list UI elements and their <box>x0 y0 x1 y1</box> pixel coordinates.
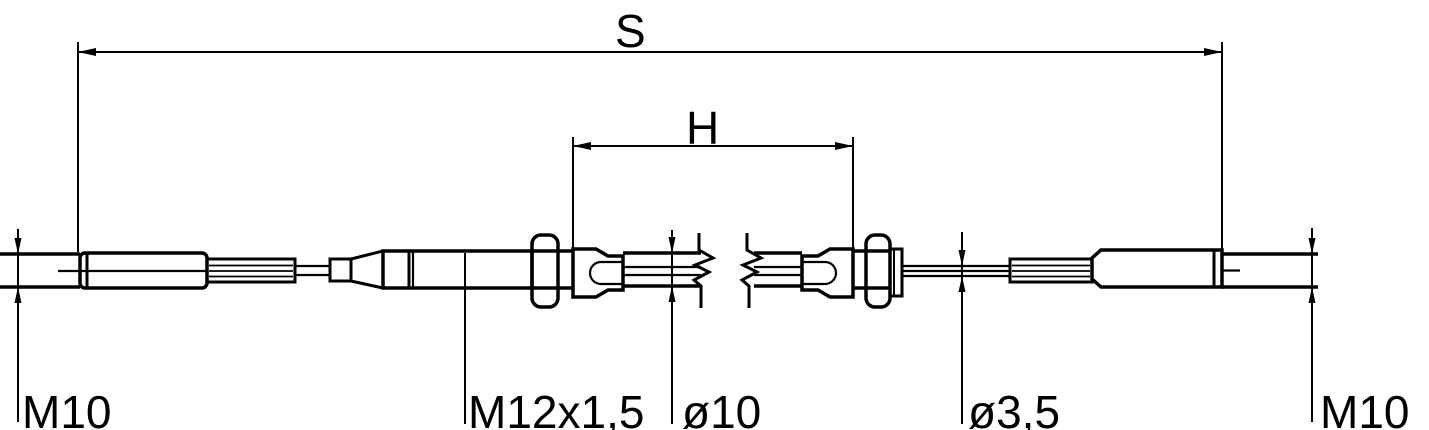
adjuster-cone <box>350 249 384 290</box>
arrowhead-up-icon <box>668 286 676 302</box>
right-locknut <box>864 233 892 309</box>
inner-cable <box>623 265 802 277</box>
arrowhead-left-icon <box>573 142 591 150</box>
outer-sheath <box>623 251 802 288</box>
arrowhead-up-icon <box>1308 287 1316 303</box>
left-cable-strands <box>205 257 297 284</box>
arrowhead-left-icon <box>78 48 96 56</box>
arrowhead-down-icon <box>668 237 676 253</box>
label-inner-cable-diameter: ø3,5 <box>968 386 1060 430</box>
label-thread-right: M10 <box>1320 386 1409 430</box>
arrowhead-right-icon <box>835 142 853 150</box>
arrowhead-down-icon <box>1308 238 1316 254</box>
cable-clamp <box>328 257 353 283</box>
label-adjuster-thread: M12x1,5 <box>468 386 644 430</box>
arrowhead-up-icon <box>958 276 966 292</box>
right-housing-socket <box>800 247 890 299</box>
left-locknut <box>530 233 560 309</box>
m10-left-dimension <box>14 229 22 422</box>
label-thread-left: M10 <box>22 386 111 430</box>
left-inner-cable <box>295 264 330 277</box>
dia10-dimension <box>668 230 676 424</box>
right-end-sleeve <box>1090 248 1224 289</box>
dimension-h <box>572 137 854 249</box>
left-threaded-rod <box>0 252 80 289</box>
right-inner-cable <box>902 264 1010 278</box>
dimension-s <box>77 42 1223 252</box>
adjuster-barrel <box>381 249 573 290</box>
arrowhead-down-icon <box>14 238 22 254</box>
m10-right-dimension <box>1308 228 1316 422</box>
dimension-h-label: H <box>686 102 719 154</box>
dimension-s-label: S <box>615 5 646 57</box>
label-sheath-diameter: ø10 <box>682 386 761 430</box>
break-marks <box>691 233 765 308</box>
arrowhead-up-icon <box>14 287 22 303</box>
right-threaded-rod <box>1222 252 1318 289</box>
dia35-dimension <box>958 232 966 424</box>
left-housing-socket <box>571 247 625 299</box>
washer <box>888 247 904 298</box>
arrowhead-down-icon <box>958 250 966 266</box>
right-cable-strands <box>1008 257 1094 284</box>
arrowhead-right-icon <box>1204 48 1222 56</box>
